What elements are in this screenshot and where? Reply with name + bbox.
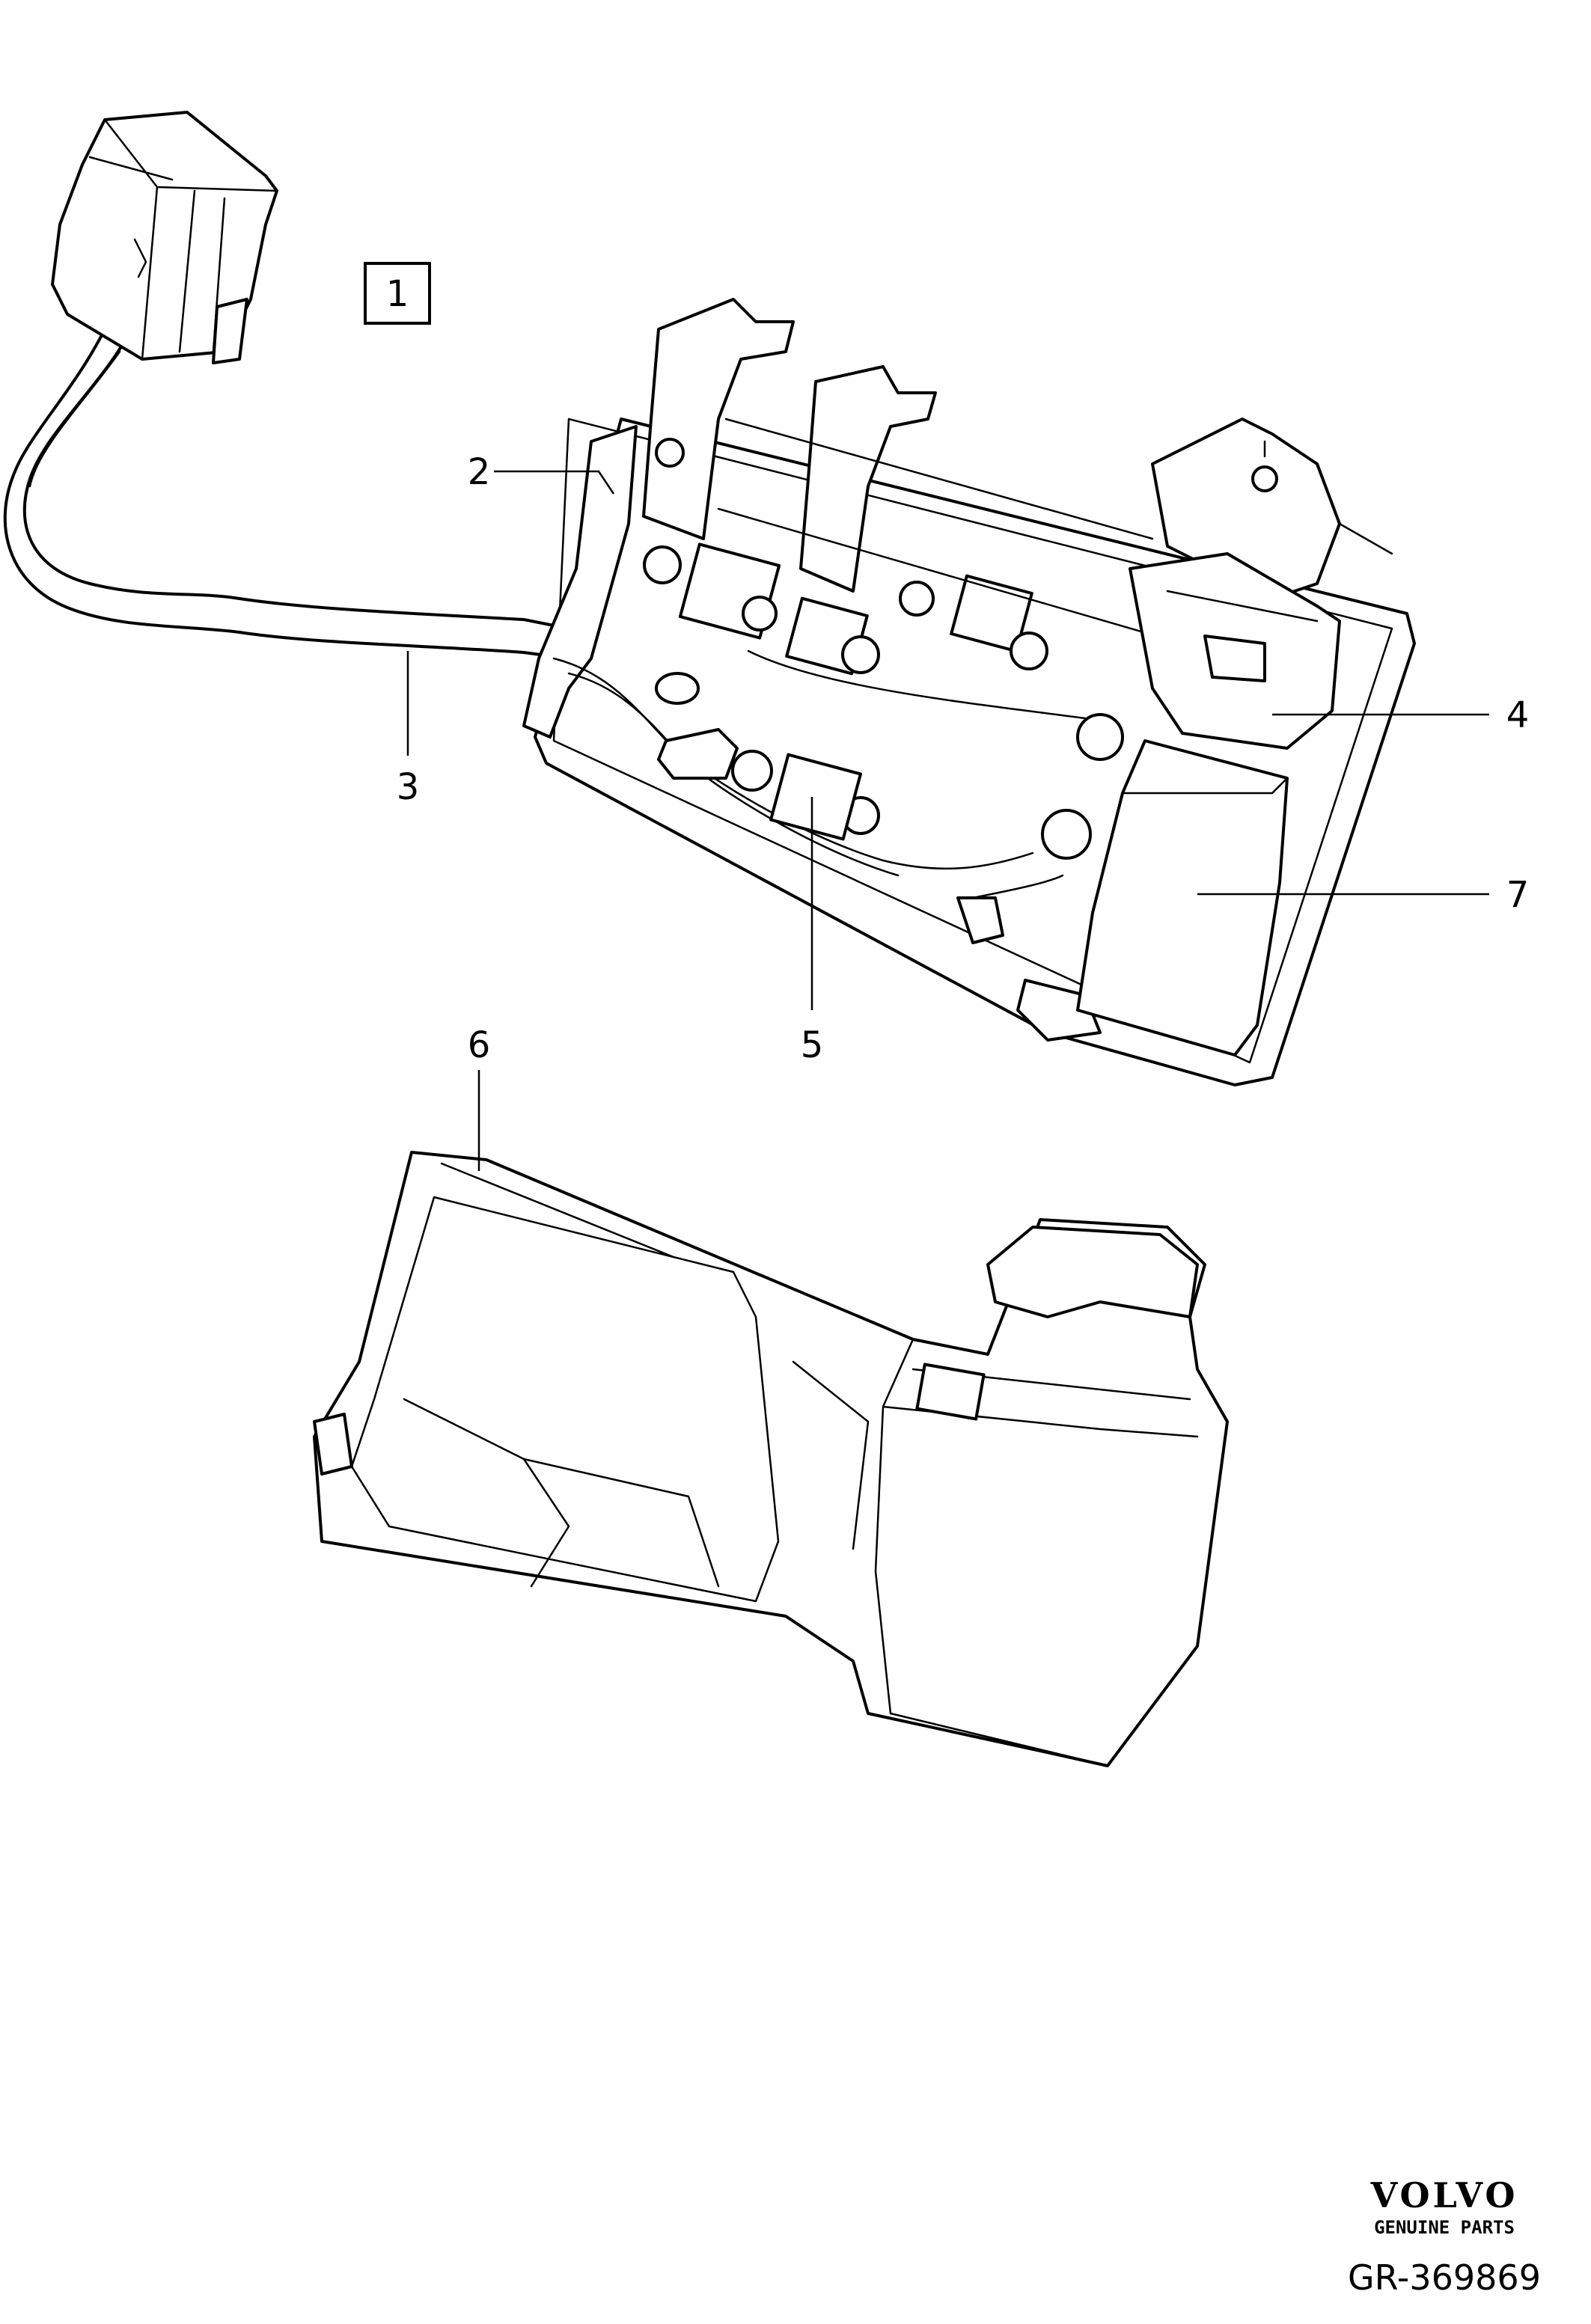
brand-name: VOLVO	[1370, 2175, 1518, 2216]
terminal-studs	[643, 438, 1124, 860]
relay-module-7	[1076, 739, 1289, 1056]
callout-7: 7	[1506, 874, 1530, 916]
brand-logo: VOLVO GENUINE PARTS	[1370, 2175, 1518, 2238]
brand-tagline: GENUINE PARTS	[1374, 2217, 1515, 2238]
relay-module-4	[1129, 552, 1341, 750]
callout-6: 6	[468, 1024, 491, 1066]
assembly-number-box: 1	[364, 262, 431, 325]
cover	[313, 1151, 1229, 1767]
callout-3: 3	[397, 766, 420, 808]
callout-5: 5	[801, 1024, 824, 1066]
callout-4: 4	[1506, 694, 1530, 736]
assembly-number: 1	[386, 273, 409, 315]
leader-line-2	[494, 470, 615, 495]
reference-number: GR-369869	[1348, 2257, 1541, 2298]
wiring-harness-cable	[3, 111, 570, 660]
callout-2: 2	[468, 451, 491, 493]
